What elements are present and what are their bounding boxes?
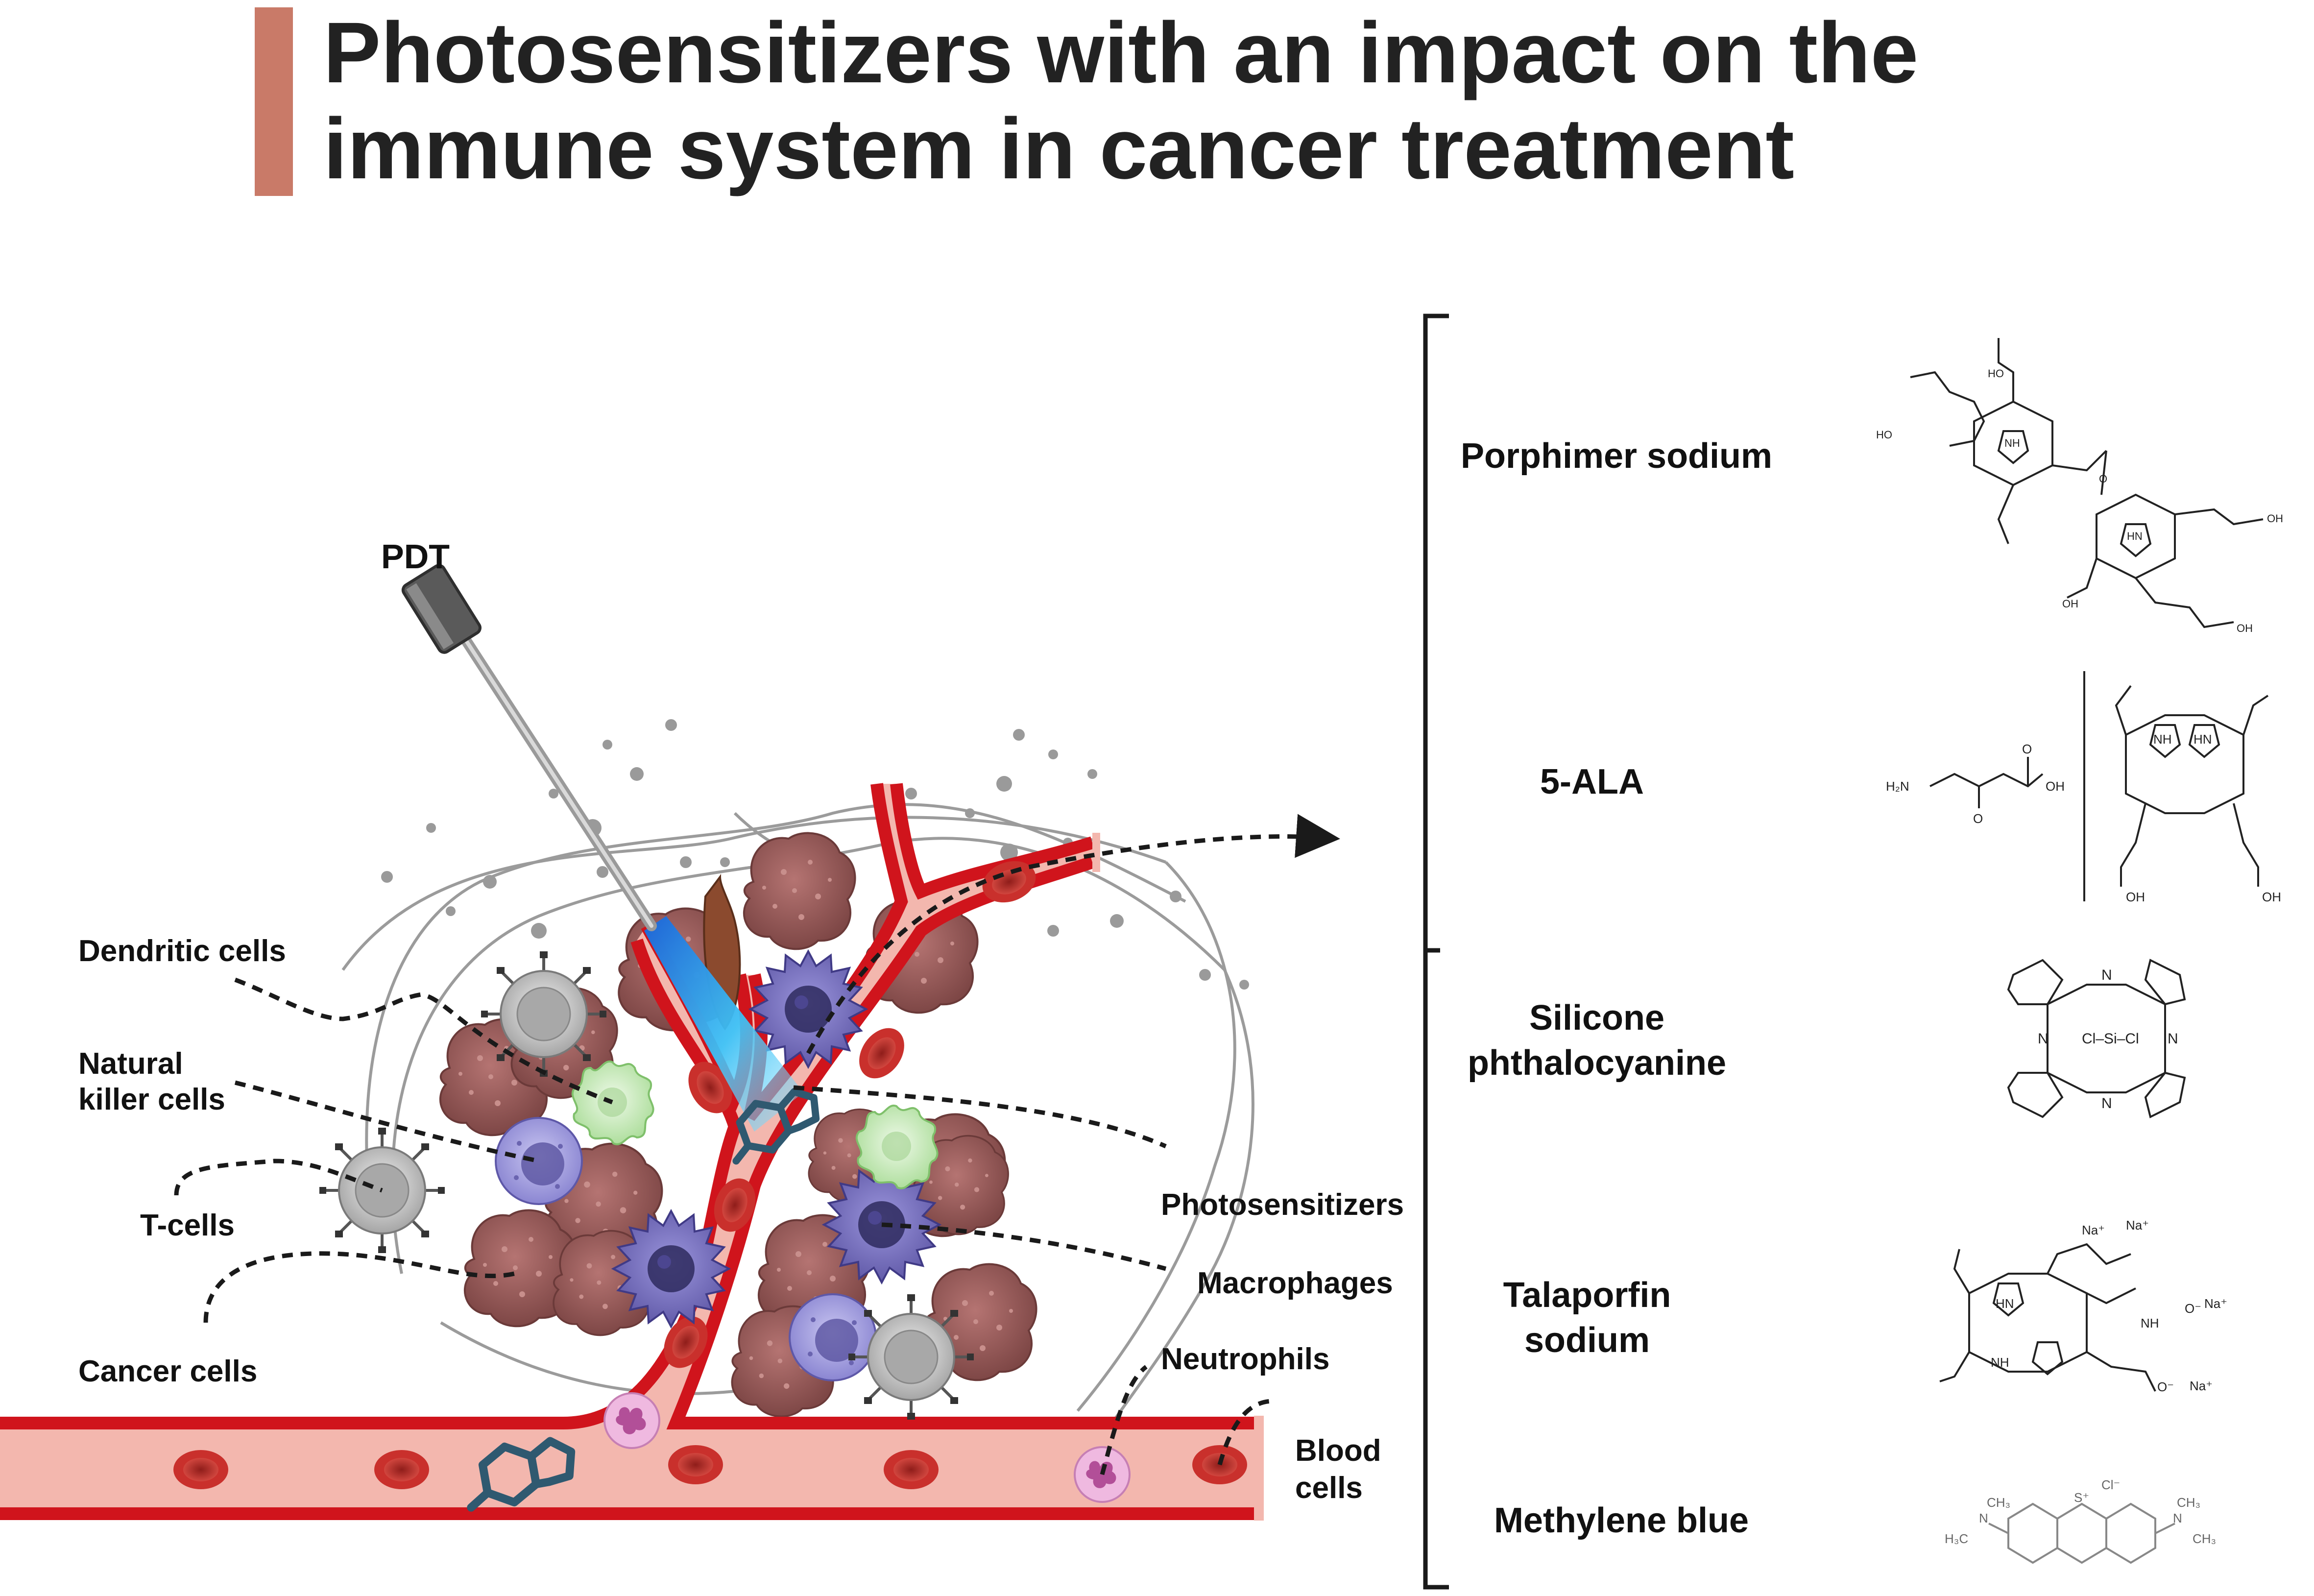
- label-macrophages: Macrophages: [1197, 1266, 1393, 1300]
- porphimer-acid-top: HO: [1988, 367, 2004, 380]
- porphimer-oh-lower: OH: [2062, 598, 2078, 610]
- ala-hn: HN: [2193, 732, 2212, 747]
- porphimer-n2: HN: [2127, 530, 2143, 542]
- phthalocyanine-structure-icon: Cl–Si–Cl N N N N: [2007, 959, 2186, 1118]
- chlorin-structure-icon: Na⁺ Na⁺ Na⁺ Na⁺ O⁻ O⁻ NH HN NH: [1939, 1218, 2227, 1394]
- label-t-cells: T-cells: [140, 1209, 235, 1242]
- tala-na-4: Na⁺: [2190, 1378, 2213, 1393]
- label-natural-killer-1: Natural: [78, 1047, 183, 1081]
- mb-cl: Cl⁻: [2101, 1477, 2120, 1492]
- tala-o-minus-2: O⁻: [2157, 1379, 2174, 1394]
- label-dendritic-cells: Dendritic cells: [78, 934, 286, 968]
- photosensitizer-bracket: [1423, 314, 1449, 1590]
- porphimer-oh-right: OH: [2267, 512, 2283, 525]
- dispersed-particles: [381, 719, 1249, 990]
- porphimer-o: O: [2099, 473, 2107, 485]
- pdt-light-beam: [644, 916, 803, 1132]
- photosensitizer-list: Porphimer sodium 5-ALA Silicone phthaloc…: [1461, 436, 1772, 1540]
- ps-name-5ala: 5-ALA: [1540, 762, 1644, 801]
- ps-name-silicone-1: Silicone: [1529, 998, 1664, 1038]
- pc-n-left: N: [2038, 1031, 2049, 1047]
- ps-name-talaporfin-2: sodium: [1524, 1321, 1650, 1360]
- mb-n-right: N: [2173, 1511, 2182, 1525]
- porphimer-acid-left: HO: [1876, 429, 1892, 441]
- page-title: Photosensitizers with an impact on the i…: [323, 5, 2234, 197]
- pc-center: Cl–Si–Cl: [2082, 1031, 2139, 1047]
- ala-nh: NH: [2153, 732, 2172, 747]
- label-blood-2: cells: [1295, 1471, 1363, 1505]
- phenothiazine-structure-icon: Cl⁻ S⁺ N N CH₃ CH₃ H₃C CH₃: [1945, 1477, 2216, 1564]
- pc-n-right: N: [2168, 1031, 2178, 1047]
- title-line-1: Photosensitizers with an impact on the: [323, 5, 1919, 101]
- ps-name-silicone-2: phthalocyanine: [1468, 1043, 1726, 1083]
- porphyrin-dimer-structure-icon: HO HO O NH HN OH OH OH: [1876, 338, 2283, 634]
- tala-na-1: Na⁺: [2082, 1223, 2105, 1237]
- ps-name-methylene-blue: Methylene blue: [1494, 1501, 1749, 1540]
- porphimer-oh-bottom: OH: [2237, 622, 2253, 634]
- ala-o: O: [1973, 811, 1983, 826]
- tala-o-minus-1: O⁻: [2185, 1301, 2201, 1316]
- ala-oh-left: OH: [2126, 890, 2145, 904]
- title-accent-bar: [255, 7, 293, 196]
- label-photosensitizers: Photosensitizers: [1161, 1188, 1404, 1222]
- pc-n-top: N: [2101, 967, 2112, 983]
- leader-lines: [174, 814, 1340, 1475]
- tala-na-3: Na⁺: [2204, 1296, 2227, 1311]
- mb-ch3-right-2: CH₃: [2193, 1531, 2216, 1546]
- mb-h3c: H₃C: [1945, 1531, 1968, 1546]
- ala-oh: OH: [2046, 779, 2065, 794]
- ala-o2: O: [2022, 742, 2032, 756]
- mb-s: S⁺: [2074, 1490, 2089, 1505]
- mb-n-left: N: [1979, 1511, 1988, 1525]
- porphimer-n1: NH: [2004, 437, 2020, 449]
- mb-ch3-right: CH₃: [2177, 1495, 2200, 1510]
- ala-oh-right: OH: [2262, 890, 2281, 904]
- pdt-probe-icon: [401, 564, 482, 654]
- title-line-2: immune system in cancer treatment: [323, 101, 1794, 197]
- label-cancer-cells: Cancer cells: [78, 1354, 257, 1388]
- tala-nh: NH: [2141, 1316, 2159, 1330]
- ala-h2n: H₂N: [1886, 779, 1909, 794]
- pc-n-bottom: N: [2101, 1095, 2112, 1112]
- mb-ch3-left: CH₃: [1987, 1495, 2010, 1510]
- label-neutrophils: Neutrophils: [1161, 1342, 1329, 1376]
- ala-protoporphyrin-structure-icon: H₂N O OH O NH HN OH OH: [1886, 671, 2281, 904]
- tala-hn: HN: [1996, 1296, 2014, 1311]
- label-blood-1: Blood: [1295, 1434, 1381, 1468]
- tala-na-2: Na⁺: [2126, 1218, 2149, 1233]
- tala-nh-2: NH: [1991, 1355, 2009, 1370]
- ps-name-talaporfin-1: Talaporfin: [1503, 1276, 1671, 1315]
- label-natural-killer-2: killer cells: [78, 1083, 225, 1116]
- pdt-label: PDT: [381, 537, 450, 576]
- ps-name-porphimer: Porphimer sodium: [1461, 436, 1772, 476]
